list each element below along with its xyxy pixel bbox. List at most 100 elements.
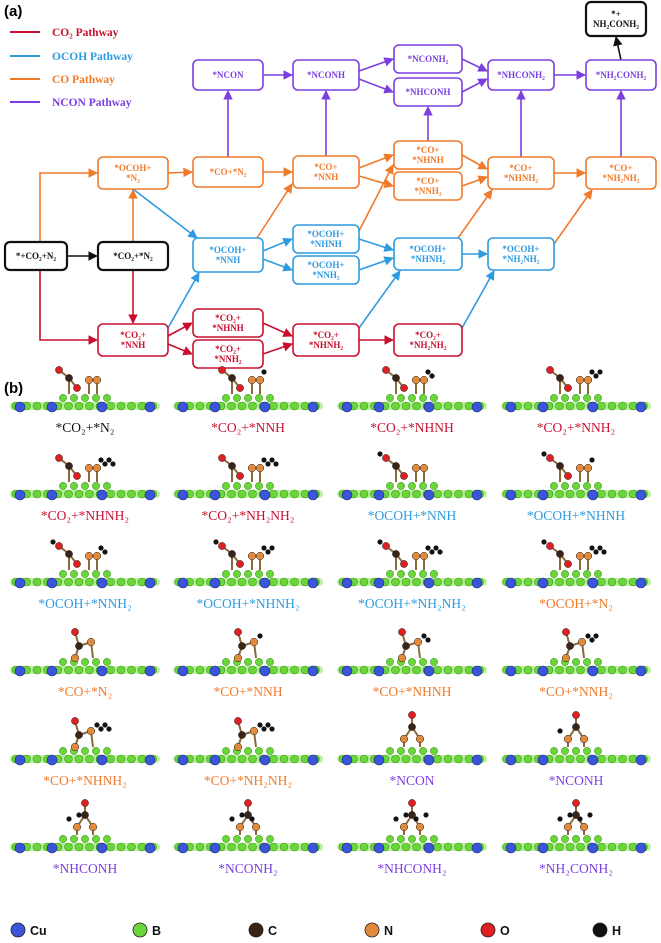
- n-atom: [72, 822, 82, 832]
- cu-atom: [587, 665, 599, 677]
- structure-panel: *NHCONH: [10, 799, 160, 876]
- structure-caption: *CO₂+*NH₂NH₂: [202, 508, 295, 523]
- h-atom: [213, 539, 219, 545]
- node-nhconh: *NHCONH: [393, 77, 463, 107]
- b-atom: [523, 665, 533, 675]
- cu-atom: [505, 754, 517, 766]
- structure-caption: *NHCONH: [53, 861, 118, 876]
- b-atom: [572, 747, 580, 755]
- node-label: *NHNH₂: [504, 173, 539, 183]
- cu-atom: [587, 842, 599, 854]
- cu-atom: [587, 754, 599, 766]
- b-atom: [583, 747, 591, 755]
- structure-caption: *OCOH+*NNH₂: [38, 596, 131, 611]
- node-label: *CO+: [314, 162, 337, 172]
- c-atom: [238, 731, 246, 739]
- n-atom: [84, 551, 94, 561]
- h-atom: [601, 549, 607, 555]
- cu-atom: [96, 401, 108, 413]
- b-atom: [391, 842, 400, 852]
- b-atom: [607, 577, 617, 587]
- b-atom: [32, 577, 42, 587]
- b-atom: [266, 394, 274, 402]
- b-atom: [555, 577, 564, 587]
- node-box: [393, 44, 463, 74]
- cu-atom: [341, 577, 353, 589]
- b-atom: [92, 747, 100, 755]
- n-atom: [561, 653, 571, 663]
- b-atom: [85, 489, 94, 499]
- structure-panel: *CO+*NNH: [173, 628, 323, 699]
- b-atom: [255, 394, 263, 402]
- arrow-nconh-nhconh: [358, 78, 394, 94]
- b-atom: [454, 665, 463, 675]
- n-atom: [249, 637, 259, 647]
- h-atom: [425, 637, 431, 643]
- arrow-co2nnh-ocohnnh: [167, 272, 200, 329]
- h-atom: [98, 457, 104, 463]
- b-atom: [594, 482, 602, 490]
- node-label: *CO₂+*N₂: [113, 251, 153, 261]
- b-atom: [391, 665, 400, 675]
- b-atom: [81, 747, 89, 755]
- h-atom: [265, 461, 271, 467]
- cu-atom: [537, 842, 549, 854]
- h-atom: [597, 545, 603, 551]
- slab-base: [337, 490, 487, 498]
- b-atom: [433, 665, 442, 675]
- b-atom: [555, 489, 564, 499]
- b-atom: [32, 489, 42, 499]
- b-atom: [555, 842, 564, 852]
- h-atom: [433, 545, 439, 551]
- arrow-co2nh2nh2-ocohnh2nh2: [461, 270, 495, 329]
- arrow-conn-conhnh: [358, 153, 394, 169]
- slab-base: [10, 490, 160, 498]
- b-atom: [248, 489, 257, 499]
- b-atom: [597, 754, 606, 764]
- b-atom: [561, 747, 569, 755]
- node-ocoh-nnh2: *OCOH+*NNH₂: [292, 255, 360, 285]
- h-atom: [577, 816, 583, 822]
- b-atom: [597, 577, 606, 587]
- slab-base: [173, 755, 323, 763]
- b-atom: [454, 842, 463, 852]
- b-atom: [103, 482, 111, 490]
- b-atom: [116, 754, 126, 764]
- b-atom: [618, 577, 627, 587]
- node-box: [393, 323, 463, 357]
- b-atom: [269, 489, 278, 499]
- cu-atom: [177, 401, 189, 413]
- structure-panel: *CO+*NHNH₂: [10, 717, 160, 788]
- b-atom: [237, 754, 247, 764]
- b-atom: [248, 665, 257, 675]
- o-atom: [71, 628, 79, 636]
- b-atom: [74, 842, 84, 852]
- structure-caption: *CO₂+*NHNH: [370, 420, 454, 435]
- node-co-nnh: *CO+*NNH: [292, 155, 360, 189]
- n-atom: [413, 637, 423, 647]
- o-atom: [546, 454, 554, 462]
- b-atom: [70, 394, 78, 402]
- c-atom: [556, 550, 564, 558]
- o-atom: [73, 384, 81, 392]
- b-atom: [412, 754, 421, 764]
- cu-atom: [209, 401, 221, 413]
- o-atom: [400, 472, 408, 480]
- b-atom: [401, 577, 411, 587]
- b-atom: [248, 401, 257, 411]
- c-atom: [65, 550, 73, 558]
- o-atom: [218, 542, 226, 550]
- structure-panel: *CO₂+*NHNH: [337, 366, 487, 435]
- n-atom: [583, 463, 593, 473]
- structure-panel: *CO₂+*NNH₂: [501, 366, 651, 435]
- node-label: *NH₂NH₂: [603, 173, 640, 183]
- panel-a-label: (a): [4, 3, 22, 20]
- c-atom: [228, 462, 236, 470]
- b-atom: [572, 835, 580, 843]
- legend-item-ocoh: OCOH Pathway: [10, 51, 133, 63]
- cu-atom: [96, 842, 108, 854]
- b-atom: [74, 665, 84, 675]
- b-atom: [106, 754, 115, 764]
- b-atom: [74, 489, 84, 499]
